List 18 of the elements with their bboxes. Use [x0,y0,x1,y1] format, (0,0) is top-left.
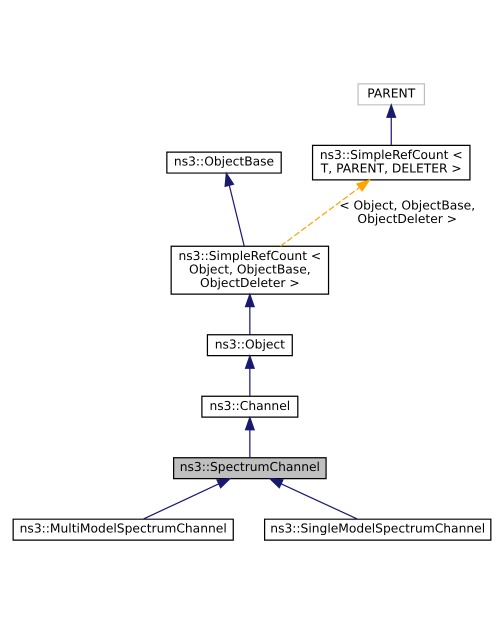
node-box: ns3::MultiModelSpectrumChannel [12,518,234,541]
arrow [143,478,232,520]
arrow [268,478,358,520]
arrow [244,416,256,458]
arrow [244,292,256,334]
node-box: ns3::SingleModelSpectrumChannel [264,518,492,541]
node-box: PARENT [357,83,426,106]
arrow [224,172,245,246]
arrow [386,103,396,146]
arrow [280,178,371,247]
node-box: ns3::SpectrumChannel [173,457,327,480]
arrow [244,354,256,396]
node-box: ns3::Channel [201,396,298,418]
node-box: ns3::SimpleRefCount < Object, ObjectBase, ObjectDeleter > [170,246,330,295]
edge-label: < Object, ObjectBase, ObjectDeleter > [339,198,476,226]
node-box: ns3::SimpleRefCount < T, PARENT, DELETER > [312,144,471,180]
node-box: ns3::ObjectBase [166,152,282,174]
node-box: ns3::Object [206,334,293,356]
